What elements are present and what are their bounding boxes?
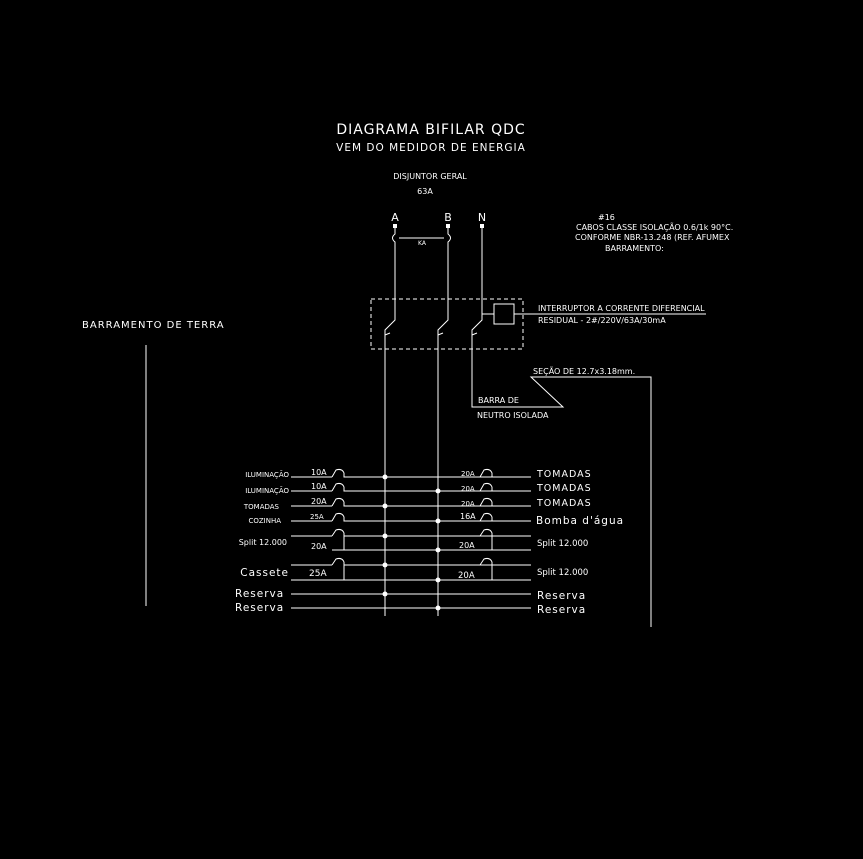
neutral-bar-label-line2: NEUTRO ISOLADA bbox=[477, 411, 549, 420]
neutral-bar-label-line1: BARRA DE bbox=[478, 396, 519, 405]
circuit-row: TOMADAS 20A 20A TOMADAS bbox=[243, 497, 592, 511]
circuit-left-rating: 10A bbox=[311, 482, 327, 491]
cable-size-note: #16 bbox=[598, 213, 615, 222]
circuit-right-rating: 20A bbox=[461, 470, 475, 478]
circuit-left-label: ILUMINAÇÃO bbox=[245, 470, 289, 479]
circuit-right-rating: 20A bbox=[461, 485, 475, 493]
rcd-symbol bbox=[384, 298, 706, 336]
rcd-label-line1: INTERRUPTOR A CORRENTE DIFERENCIAL bbox=[538, 304, 705, 313]
circuit-right-label: TOMADAS bbox=[536, 498, 592, 509]
ground-bus-label: BARRAMENTO DE TERRA bbox=[82, 320, 225, 331]
circuit-left-label: Reserva bbox=[235, 588, 284, 600]
main-breaker-rating: 63A bbox=[417, 187, 433, 196]
circuit-row: Split 12.000 20A 20A Split 12.000 bbox=[239, 528, 588, 553]
circuit-left-label: ILUMINAÇÃO bbox=[245, 486, 289, 495]
phase-b-label: B bbox=[444, 211, 452, 224]
circuit-right-label: Reserva bbox=[537, 590, 586, 602]
circuit-left-rating: 10A bbox=[311, 468, 327, 477]
circuit-right-label: Reserva bbox=[537, 604, 586, 616]
bus-section-label: SEÇÃO DE 12.7x3.18mm. bbox=[533, 366, 635, 376]
circuit-right-label: Split 12.000 bbox=[537, 539, 588, 549]
circuit-left-rating: 25A bbox=[310, 513, 324, 521]
cable-note-line1: CABOS CLASSE ISOLAÇÃO 0.6/1k 90°C. bbox=[576, 222, 733, 232]
circuit-right-rating: 16A bbox=[460, 512, 476, 521]
rcd-enclosure bbox=[370, 298, 524, 350]
circuit-left-label: TOMADAS bbox=[243, 503, 280, 511]
circuit-left-rating: 25A bbox=[309, 569, 327, 579]
diagram-title: DIAGRAMA BIFILAR QDC bbox=[336, 122, 525, 138]
circuit-right-rating: 20A bbox=[458, 571, 475, 581]
circuit-right-label: Bomba d'água bbox=[536, 515, 624, 527]
circuit-right-label: TOMADAS bbox=[536, 483, 592, 494]
circuit-row: Reserva Reserva bbox=[235, 588, 586, 602]
circuit-left-label: Reserva bbox=[235, 602, 284, 614]
circuit-right-label: TOMADAS bbox=[536, 469, 592, 480]
circuit-left-label: COZINHA bbox=[248, 517, 281, 525]
phase-a-label: A bbox=[391, 211, 399, 224]
main-breaker-label: DISJUNTOR GERAL bbox=[393, 172, 467, 181]
circuit-right-label: Split 12.000 bbox=[537, 568, 588, 578]
main-breaker-symbol bbox=[392, 224, 484, 298]
circuit-right-rating: 20A bbox=[459, 541, 475, 550]
cable-note-line3: BARRAMENTO: bbox=[605, 244, 664, 253]
cable-note-line2: CONFORME NBR-13.248 (REF. AFUMEX bbox=[575, 233, 730, 242]
rcd-label-line2: RESIDUAL - 2#/220V/63A/30mA bbox=[538, 316, 666, 325]
circuit-left-label: Split 12.000 bbox=[239, 538, 287, 547]
circuit-row: ILUMINAÇÃO 10A 20A TOMADAS bbox=[245, 482, 592, 495]
circuit-left-rating: 20A bbox=[311, 497, 327, 506]
neutral-label: N bbox=[478, 211, 486, 224]
bus-bars bbox=[384, 335, 652, 627]
circuit-row: Cassete 25A 20A Split 12.000 bbox=[240, 557, 588, 583]
circuit-row: ILUMINAÇÃO 10A 20A TOMADAS bbox=[245, 468, 592, 480]
circuit-row: COZINHA 25A 16A Bomba d'água bbox=[248, 512, 624, 527]
circuit-right-rating: 20A bbox=[461, 500, 475, 508]
circuit-left-label: Cassete bbox=[240, 567, 289, 579]
circuit-left-rating: 20A bbox=[311, 542, 327, 551]
breaker-ka-label: KA bbox=[418, 240, 427, 247]
circuit-row: Reserva Reserva bbox=[235, 602, 586, 616]
diagram-subtitle: VEM DO MEDIDOR DE ENERGIA bbox=[336, 142, 526, 154]
